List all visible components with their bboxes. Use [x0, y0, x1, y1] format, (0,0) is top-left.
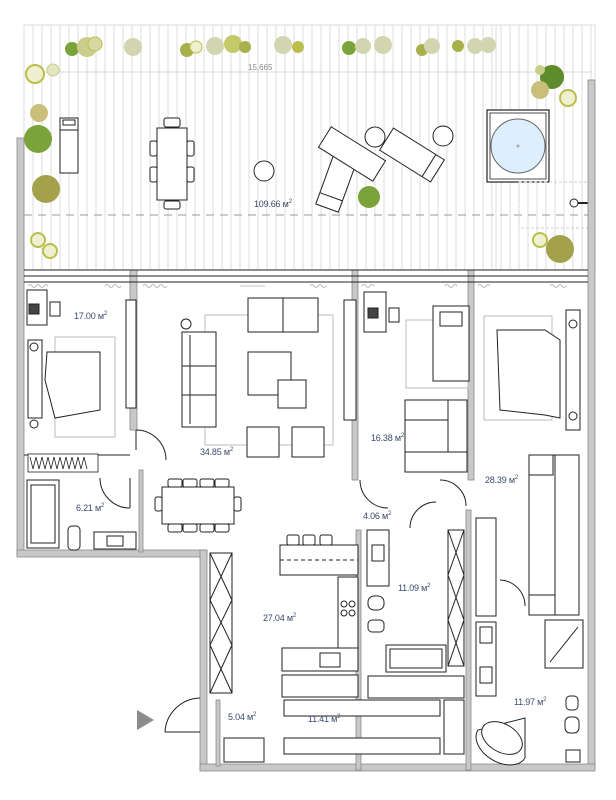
- area-unit: м: [508, 475, 515, 485]
- bedroom-2-furniture: [363, 291, 470, 473]
- area-label-living-room: 34.85 м2: [200, 447, 233, 457]
- area-unit: м: [282, 199, 289, 209]
- area-value: 109.66: [254, 199, 281, 209]
- area-unit: м: [286, 613, 293, 623]
- area-unit: м: [97, 311, 104, 321]
- master-bedroom-furniture: [475, 309, 581, 617]
- area-label-bedroom-1: 17.00 м2: [74, 311, 107, 321]
- area-unit: м: [394, 433, 401, 443]
- area-unit: м: [421, 583, 428, 593]
- area-unit: м: [223, 447, 230, 457]
- area-value: 11.09: [398, 583, 419, 593]
- area-label-hall: 5.04 м2: [228, 712, 256, 722]
- glazing: [24, 269, 588, 283]
- area-label-bathroom-2: 11.09 м2: [398, 583, 431, 593]
- area-unit: м: [537, 697, 544, 707]
- area-unit: м: [95, 503, 102, 513]
- plunge-pool: [486, 109, 592, 229]
- area-unit-sup: 2: [543, 697, 547, 703]
- area-unit: м: [382, 511, 389, 521]
- area-label-bathroom-1: 6.21 м2: [76, 503, 104, 513]
- area-label-master-bathroom: 11.97 м2: [514, 697, 547, 707]
- kitchen-fixtures: [209, 534, 359, 698]
- area-label-dressing-room: 11.41 м2: [308, 714, 341, 724]
- area-label-bedroom-2: 16.38 м2: [371, 433, 404, 443]
- area-unit-sup: 2: [292, 613, 296, 619]
- area-unit-sup: 2: [388, 511, 392, 517]
- area-value: 6.21: [76, 503, 93, 513]
- area-label-terrace: 109.66 м2: [254, 199, 292, 209]
- area-value: 27.04: [263, 613, 285, 623]
- area-value: 17.00: [74, 311, 96, 321]
- area-value: 28.39: [485, 475, 507, 485]
- area-value: 4.06: [363, 511, 380, 521]
- bathroom-1-fixtures: [26, 479, 137, 551]
- dressing-master-bath-fixtures: [223, 619, 584, 766]
- area-label-corridor: 4.06 м2: [363, 511, 391, 521]
- area-value: 34.85: [200, 447, 222, 457]
- area-value: 5.04: [228, 712, 245, 722]
- area-value: 11.97: [514, 697, 535, 707]
- terrace-furniture: [59, 117, 387, 213]
- bathroom-2-fixtures: [366, 529, 465, 699]
- area-unit-sup: 2: [103, 311, 107, 317]
- lounger-2: [378, 125, 454, 183]
- bedroom-1-furniture: [26, 289, 137, 473]
- living-room-furniture: [154, 297, 357, 533]
- area-unit-sup: 2: [253, 712, 257, 718]
- area-unit-sup: 2: [229, 447, 233, 453]
- area-unit-sup: 2: [514, 475, 518, 481]
- terrace-width-dimension: 15,665: [248, 63, 273, 72]
- entrance-arrow-icon: [137, 710, 154, 730]
- partitions: [24, 429, 526, 733]
- curtains: [27, 284, 567, 288]
- area-unit: м: [247, 712, 254, 722]
- area-unit-sup: 2: [288, 199, 292, 205]
- area-value: 11.41: [308, 714, 329, 724]
- area-unit-sup: 2: [337, 714, 341, 720]
- area-unit-sup: 2: [427, 583, 431, 589]
- plants: [24, 35, 577, 263]
- area-unit: м: [331, 714, 338, 724]
- area-label-kitchen: 27.04 м2: [263, 613, 296, 623]
- area-value: 16.38: [371, 433, 393, 443]
- area-label-master-bedroom: 28.39 м2: [485, 475, 518, 485]
- area-unit-sup: 2: [400, 433, 404, 439]
- area-unit-sup: 2: [101, 503, 105, 509]
